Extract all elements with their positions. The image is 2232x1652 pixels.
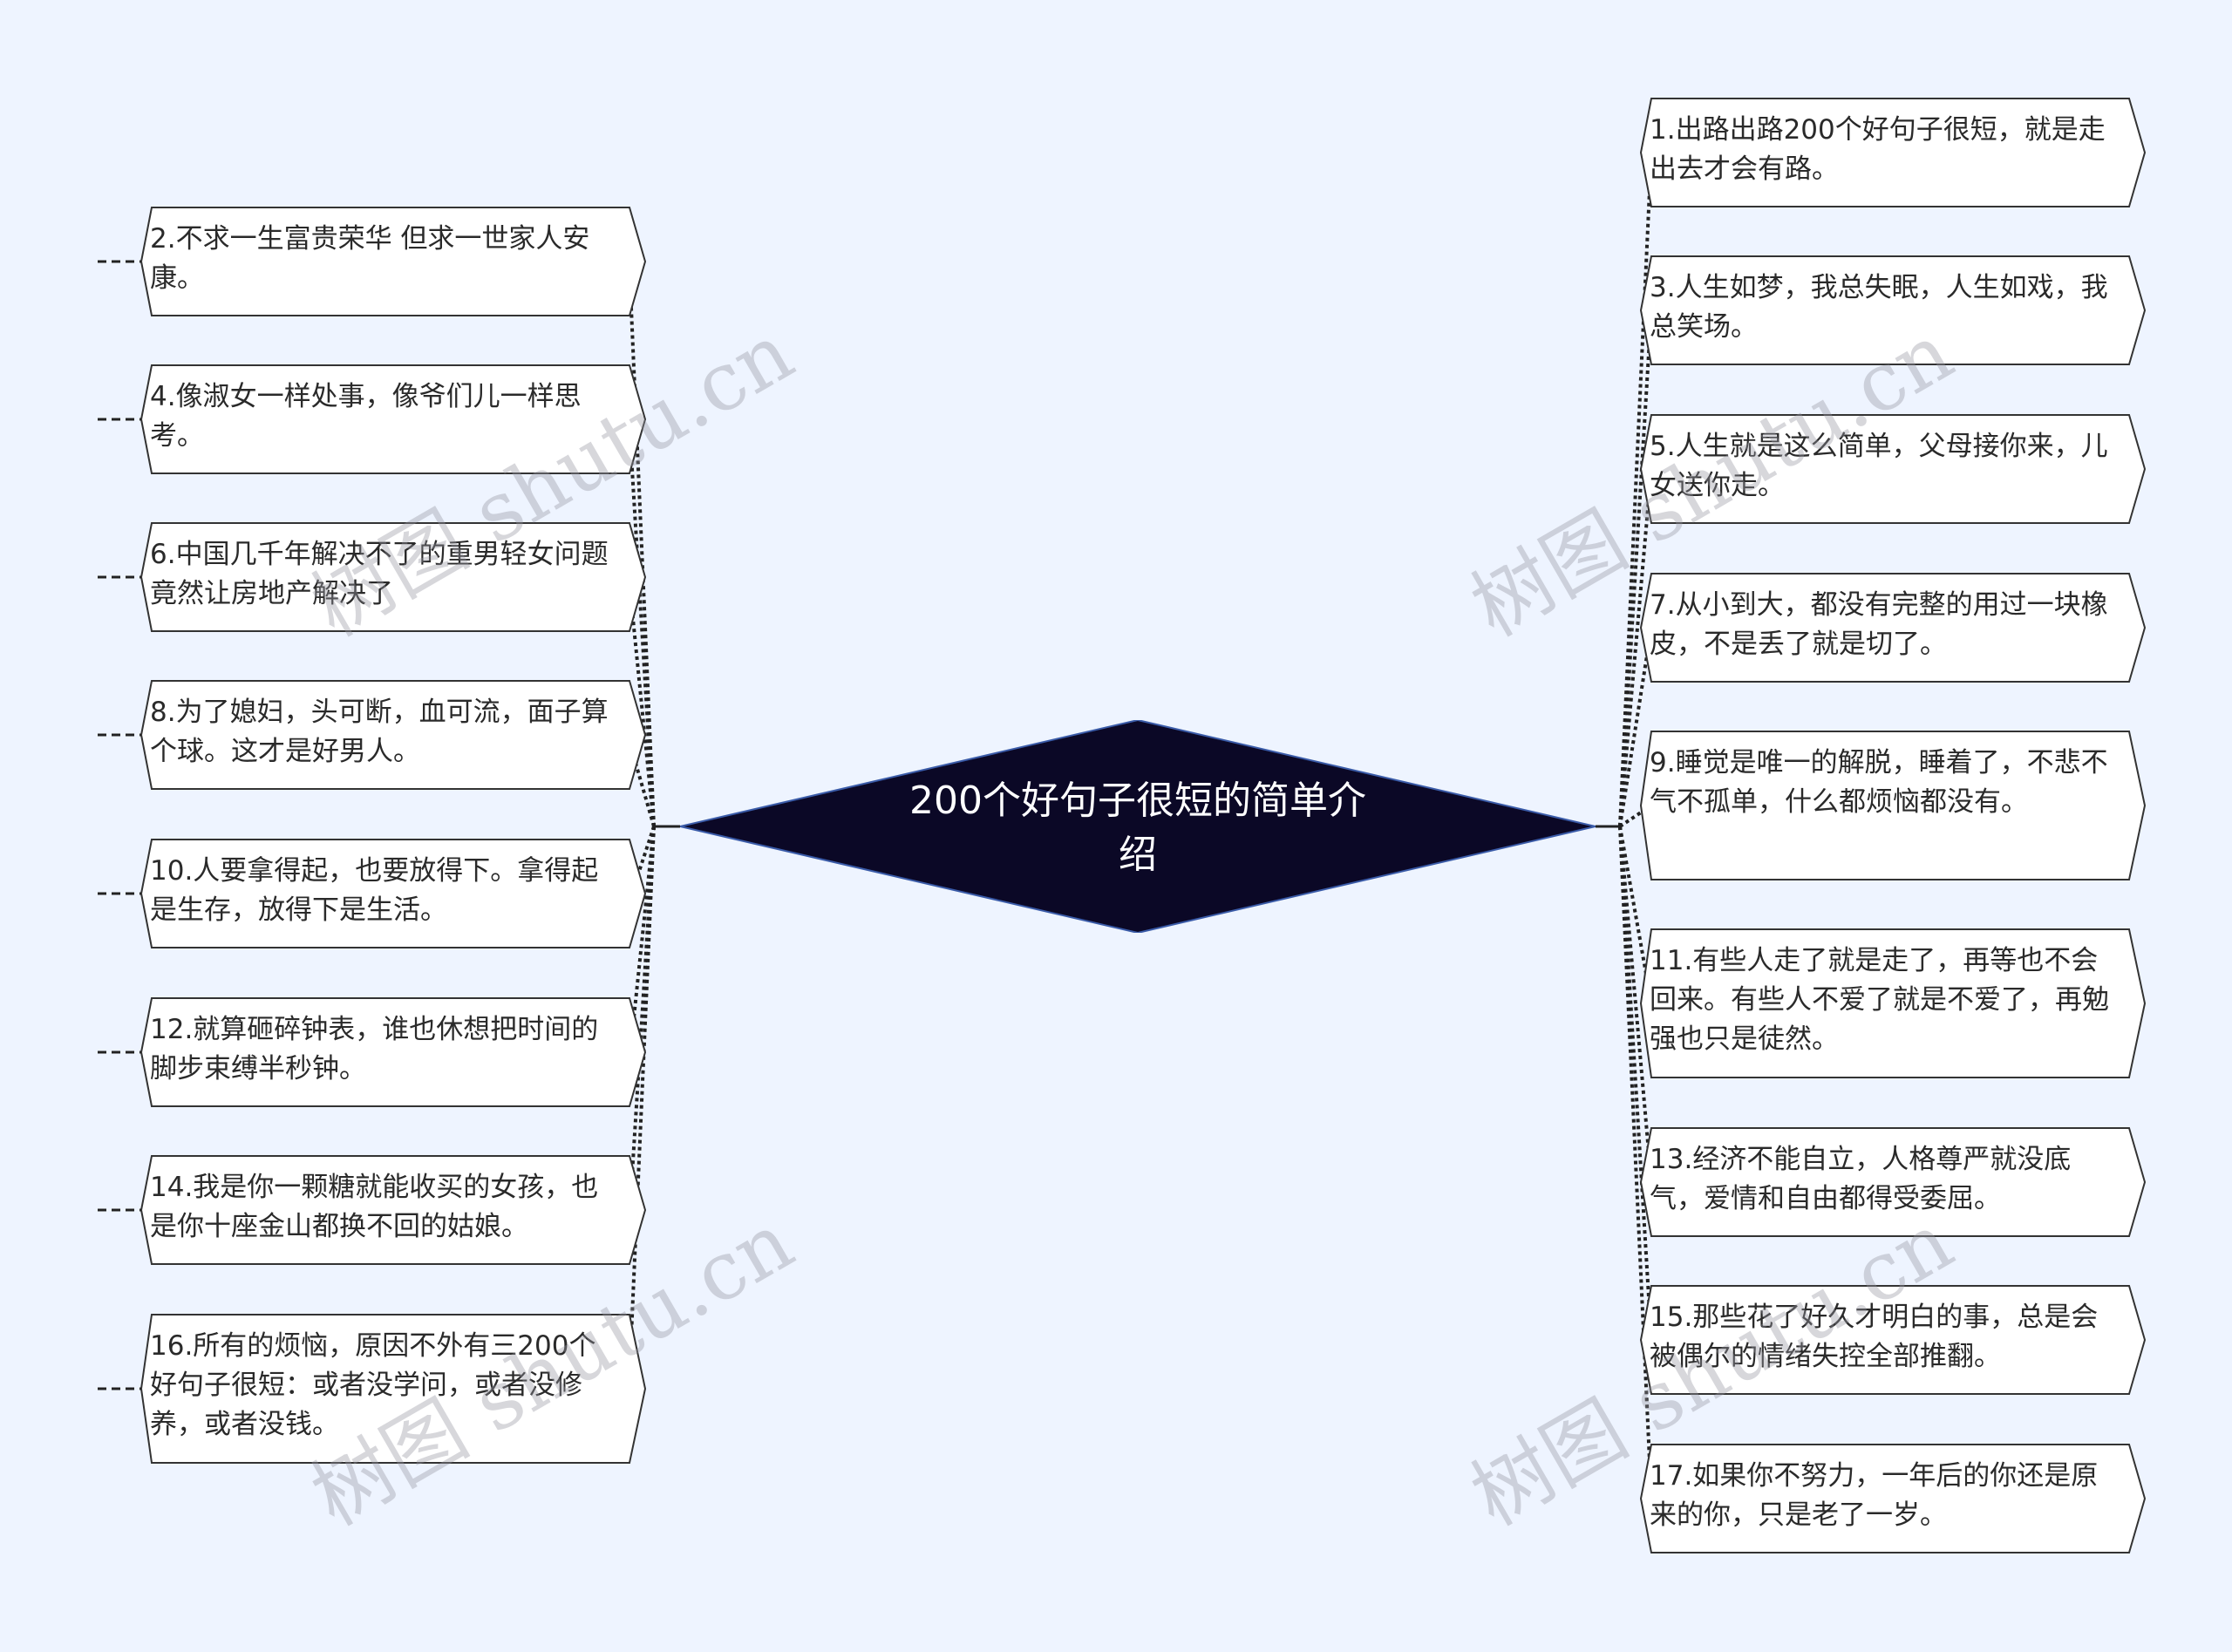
topic-node-text: 13.经济不能自立，人格尊严就没底气，爱情和自由都得受委屈。 <box>1650 1144 2072 1214</box>
topic-node-text: 4.像淑女一样处事，像爷们儿一样思考。 <box>150 381 582 452</box>
topic-node-left-8[interactable]: 8.为了媳妇，头可断，血可流，面子算个球。这才是好男人。 <box>140 680 647 790</box>
topic-node-left-12[interactable]: 12.就算砸碎钟表，谁也休想把时间的脚步束缚半秒钟。 <box>140 997 647 1107</box>
topic-node-text: 14.我是你一颗糖就能收买的女孩，也是你十座金山都换不回的姑娘。 <box>150 1172 599 1242</box>
connector-right-8 <box>1618 826 1653 1499</box>
topic-node-right-13[interactable]: 13.经济不能自立，人格尊严就没底气，爱情和自由都得受委屈。 <box>1639 1127 2147 1237</box>
topic-node-left-14[interactable]: 14.我是你一颗糖就能收买的女孩，也是你十座金山都换不回的姑娘。 <box>140 1155 647 1265</box>
topic-node-text: 15.那些花了好久才明白的事，总是会被偶尔的情绪失控全部推翻。 <box>1650 1302 2099 1372</box>
topic-node-text: 12.就算砸碎钟表，谁也休想把时间的脚步束缚半秒钟。 <box>150 1014 599 1084</box>
topic-node-text: 9.睡觉是唯一的解脱，睡着了，不悲不气不孤单，什么都烦恼都没有。 <box>1650 747 2108 818</box>
connector-right-3 <box>1618 627 1653 827</box>
topic-node-text: 7.从小到大，都没有完整的用过一块橡皮，不是丢了就是切了。 <box>1650 589 2108 660</box>
topic-node-left-4[interactable]: 4.像淑女一样处事，像爷们儿一样思考。 <box>140 364 647 474</box>
topic-node-right-17[interactable]: 17.如果你不努力，一年后的你还是原来的你，只是老了一岁。 <box>1639 1444 2147 1553</box>
topic-node-text: 1.出路出路200个好句子很短，就是走出去才会有路。 <box>1650 114 2106 185</box>
topic-node-left-16[interactable]: 16.所有的烦恼，原因不外有三200个好句子很短：或者没学问，或者没修养，或者没… <box>140 1314 647 1464</box>
topic-node-text: 2.不求一生富贵荣华 但求一世家人安康。 <box>150 223 590 294</box>
topic-node-right-3[interactable]: 3.人生如梦，我总失眠，人生如戏，我总笑场。 <box>1639 255 2147 365</box>
center-diamond-shape <box>680 720 1596 933</box>
topic-node-text: 10.人要拿得起，也要放得下。拿得起是生存，放得下是生活。 <box>150 855 599 926</box>
topic-node-text: 6.中国几千年解决不了的重男轻女问题竟然让房地产解决了 <box>150 539 609 609</box>
topic-node-right-9[interactable]: 9.睡觉是唯一的解脱，睡着了，不悲不气不孤单，什么都烦恼都没有。 <box>1639 731 2147 880</box>
connector-left-3 <box>628 741 656 827</box>
topic-node-left-6[interactable]: 6.中国几千年解决不了的重男轻女问题竟然让房地产解决了 <box>140 522 647 632</box>
center-topic[interactable]: 200个好句子很短的简单介绍 <box>680 720 1596 933</box>
topic-node-right-7[interactable]: 7.从小到大，都没有完整的用过一块橡皮，不是丢了就是切了。 <box>1639 573 2147 683</box>
topic-node-text: 17.如果你不努力，一年后的你还是原来的你，只是老了一岁。 <box>1650 1460 2099 1531</box>
connector-left-7 <box>628 826 656 1377</box>
topic-node-right-1[interactable]: 1.出路出路200个好句子很短，就是走出去才会有路。 <box>1639 98 2147 207</box>
topic-node-left-10[interactable]: 10.人要拿得起，也要放得下。拿得起是生存，放得下是生活。 <box>140 839 647 948</box>
topic-node-text: 16.所有的烦恼，原因不外有三200个好句子很短：或者没学问，或者没修养，或者没… <box>150 1330 596 1440</box>
topic-node-left-2[interactable]: 2.不求一生富贵荣华 但求一世家人安康。 <box>140 207 647 316</box>
topic-node-right-11[interactable]: 11.有些人走了就是走了，再等也不会回来。有些人不爱了就是不爱了，再勉强也只是徒… <box>1639 928 2147 1078</box>
topic-node-text: 5.人生就是这么简单，父母接你来，儿女送你走。 <box>1650 431 2108 501</box>
topic-node-right-15[interactable]: 15.那些花了好久才明白的事，总是会被偶尔的情绪失控全部推翻。 <box>1639 1285 2147 1395</box>
topic-node-text: 11.有些人走了就是走了，再等也不会回来。有些人不爱了就是不爱了，再勉强也只是徒… <box>1650 945 2109 1055</box>
connector-left-2 <box>628 583 656 827</box>
topic-node-text: 3.人生如梦，我总失眠，人生如戏，我总笑场。 <box>1650 272 2108 343</box>
topic-node-text: 8.为了媳妇，头可断，血可流，面子算个球。这才是好男人。 <box>150 697 609 767</box>
connector-right-1 <box>1618 309 1653 827</box>
topic-node-right-5[interactable]: 5.人生就是这么简单，父母接你来，儿女送你走。 <box>1639 414 2147 524</box>
center-topic-title: 200个好句子很短的简单介绍 <box>909 778 1366 877</box>
